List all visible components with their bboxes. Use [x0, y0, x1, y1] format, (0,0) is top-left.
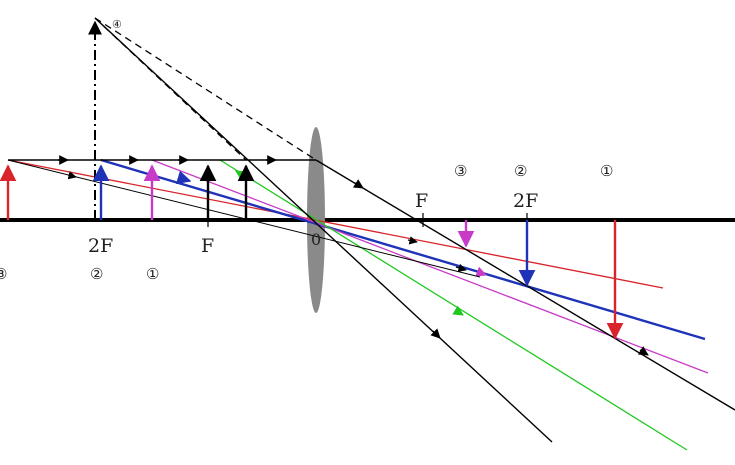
marker-1-left: ① [146, 265, 159, 283]
label-2f-left: 2F [88, 235, 113, 257]
blue-ray-arrow-left [175, 170, 192, 185]
ray-black-center-shallow [7, 159, 481, 278]
black-shallow-arrow-left [67, 171, 77, 180]
focal-ray-arrow-1 [352, 179, 364, 189]
mag-ray-arrow [475, 266, 487, 277]
marker-4-virtual: ④ [112, 18, 122, 31]
center-ray-arrow-right-2 [455, 263, 467, 272]
marker-3-right: ③ [454, 162, 467, 180]
center-ray-arrow-right [407, 236, 418, 245]
steep-ray-arrow [430, 328, 441, 339]
focal-ray-arrow-2 [637, 346, 649, 356]
ray-green-center [219, 159, 688, 451]
label-f-right: F [415, 190, 428, 212]
ray-black-center-steep [94, 17, 553, 443]
label-center: 0 [311, 230, 321, 249]
marker-1-right: ① [600, 162, 613, 180]
virtual-extension-2 [94, 17, 247, 161]
ray-blue-center [100, 158, 706, 341]
ray-red-center [7, 159, 664, 289]
marker-3-left: ③ [0, 265, 7, 283]
marker-2-right: ② [514, 162, 527, 180]
marker-2-left: ② [90, 265, 103, 283]
label-f-left: F [201, 235, 214, 257]
green-ray-arrow-down [452, 305, 464, 316]
ray-mag-center [151, 159, 709, 374]
virtual-extension-1 [94, 17, 317, 161]
label-2f-right: 2F [513, 190, 538, 212]
